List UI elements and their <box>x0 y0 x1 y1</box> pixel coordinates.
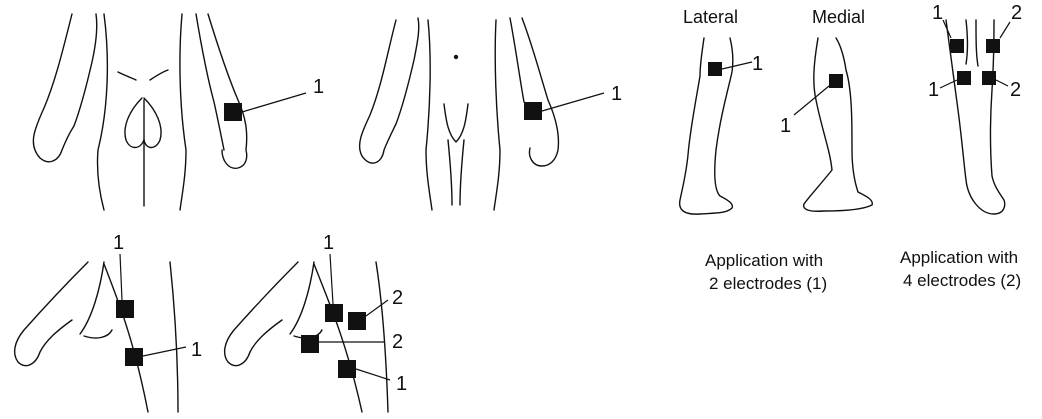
electrode-label-1: 1 <box>113 232 124 254</box>
lateral-leg-outline <box>680 38 733 214</box>
electrode-pad <box>524 102 542 120</box>
caption-two-electrodes-line2: 2 electrodes (1) <box>709 274 827 293</box>
electrode-pad <box>708 62 722 76</box>
electrode-pad <box>301 335 319 353</box>
electrode-pad <box>957 71 971 85</box>
panel-thigh-two: 1 1 <box>15 232 203 412</box>
electrode-pad <box>125 348 143 366</box>
electrode-label-2: 2 <box>392 287 403 309</box>
panel-thigh-four: 1 2 2 1 <box>225 232 408 412</box>
electrode-pad <box>982 71 996 85</box>
leader-line <box>330 254 333 304</box>
electrode-label-1: 1 <box>928 79 939 101</box>
electrode-label-1: 1 <box>313 76 324 98</box>
electrode-label-2: 2 <box>392 331 403 353</box>
electrode-pad <box>348 312 366 330</box>
panel-back-wrist: 1 <box>33 14 324 210</box>
leader-line <box>996 80 1008 86</box>
electrode-pad <box>116 300 134 318</box>
leader-line <box>1000 22 1010 38</box>
electrode-label-2: 2 <box>1010 79 1021 101</box>
leader-line <box>356 369 390 380</box>
panel-calf-two: Lateral Medial 1 1 Application with 2 el… <box>680 7 873 293</box>
leader-line <box>143 347 186 356</box>
thigh-outline <box>15 262 178 412</box>
electrode-pad <box>829 74 843 88</box>
medial-heading: Medial <box>812 7 865 27</box>
electrode-label-1: 1 <box>323 232 334 254</box>
leader-line <box>794 86 829 115</box>
body-back-outline <box>33 14 246 210</box>
lateral-heading: Lateral <box>683 7 738 27</box>
electrode-label-1: 1 <box>611 83 622 105</box>
leader-line <box>120 254 122 300</box>
electrode-label-1: 1 <box>932 2 943 24</box>
electrode-label-1: 1 <box>191 339 202 361</box>
leader-line <box>242 93 306 112</box>
navel <box>454 55 458 59</box>
caption-four-electrodes-line2: 4 electrodes (2) <box>903 271 1021 290</box>
medial-leg-outline <box>804 38 873 211</box>
electrode-label-1: 1 <box>780 115 791 137</box>
electrode-label-1: 1 <box>396 373 407 395</box>
electrode-pad <box>338 360 356 378</box>
leader-line <box>366 300 388 316</box>
electrode-pad <box>325 304 343 322</box>
electrode-pad <box>224 103 242 121</box>
caption-four-electrodes-line1: Application with <box>900 248 1018 267</box>
electrode-pad <box>950 39 964 53</box>
electrode-pad <box>986 39 1000 53</box>
panel-front-wrist: 1 <box>360 18 623 210</box>
panel-calf-four: 1 2 1 2 Application with 4 electrodes (2… <box>900 2 1022 290</box>
caption-two-electrodes-line1: Application with <box>705 251 823 270</box>
leader-line <box>542 93 604 111</box>
electrode-label-1: 1 <box>752 53 763 75</box>
leader-line <box>722 62 752 69</box>
electrode-label-2: 2 <box>1011 2 1022 24</box>
